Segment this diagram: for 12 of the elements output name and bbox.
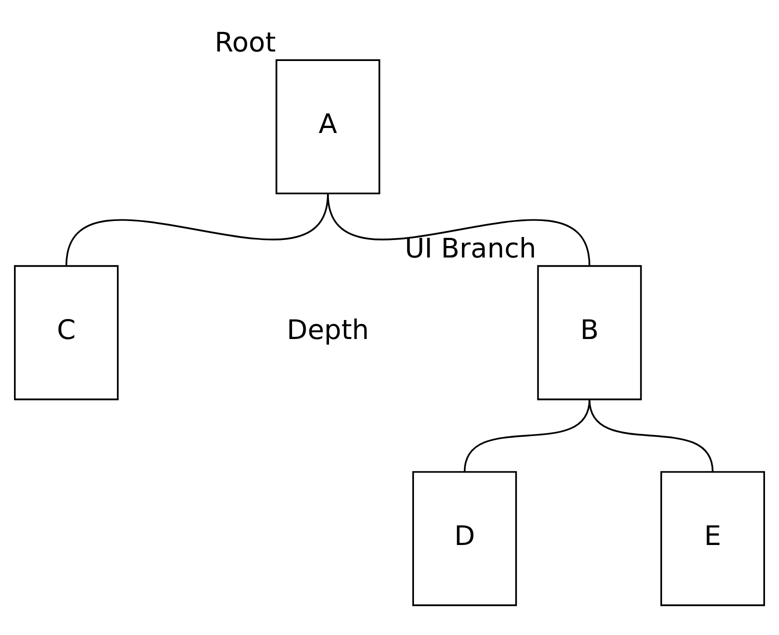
connector	[464, 399, 590, 472]
label: Depth	[286, 315, 370, 346]
node-box: C	[14, 265, 119, 400]
node-box: E	[660, 471, 765, 606]
node-label: UI Branch	[404, 233, 536, 264]
node-box: A	[276, 59, 380, 194]
node-label: Root	[214, 27, 276, 58]
connector	[65, 193, 329, 266]
connector	[588, 399, 714, 472]
node-box: B	[537, 265, 642, 400]
node-box: D	[412, 471, 517, 606]
connector	[327, 193, 590, 266]
